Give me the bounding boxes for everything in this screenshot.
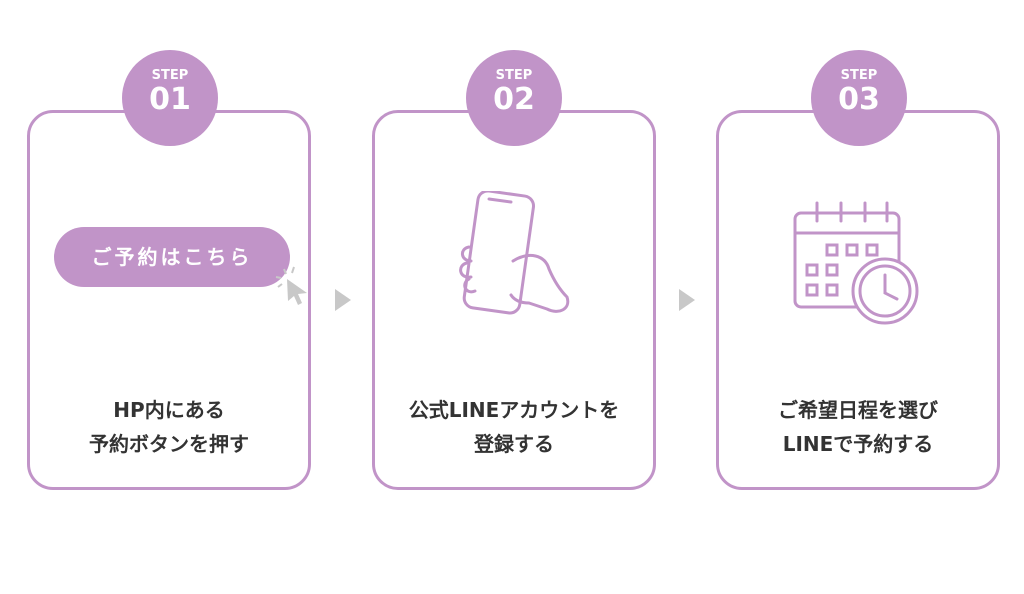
caption-line: 予約ボタンを押す xyxy=(89,432,249,456)
caption-line: 公式LINEアカウントを xyxy=(408,398,620,422)
cursor-click-icon xyxy=(275,266,307,305)
caption-line: LINEで予約する xyxy=(782,432,934,456)
caption-line: HP内にある xyxy=(113,398,225,422)
step-label: STEP xyxy=(840,68,878,83)
step-number: 01 xyxy=(149,82,191,117)
caption-line: 登録する xyxy=(474,432,554,456)
caption-line: ご希望日程を選び xyxy=(778,398,938,422)
step-card-2: 公式LINEアカウントを登録する xyxy=(372,110,656,490)
step-label: STEP xyxy=(151,68,189,83)
arrow-right-icon xyxy=(679,289,695,311)
step-number: 02 xyxy=(493,82,535,117)
arrow-right-icon xyxy=(335,289,351,311)
step-card-1: ご予約はこちら HP内にある予約ボタンを押す xyxy=(27,110,311,490)
step-number: 03 xyxy=(838,82,880,117)
smartphone-hand-icon xyxy=(459,191,570,315)
calendar-clock-icon xyxy=(793,201,919,325)
step-card-3: ご希望日程を選び LINEで予約する xyxy=(716,110,1000,490)
step-label: STEP xyxy=(495,68,533,83)
reservation-button[interactable]: ご予約はこちら xyxy=(54,227,290,287)
